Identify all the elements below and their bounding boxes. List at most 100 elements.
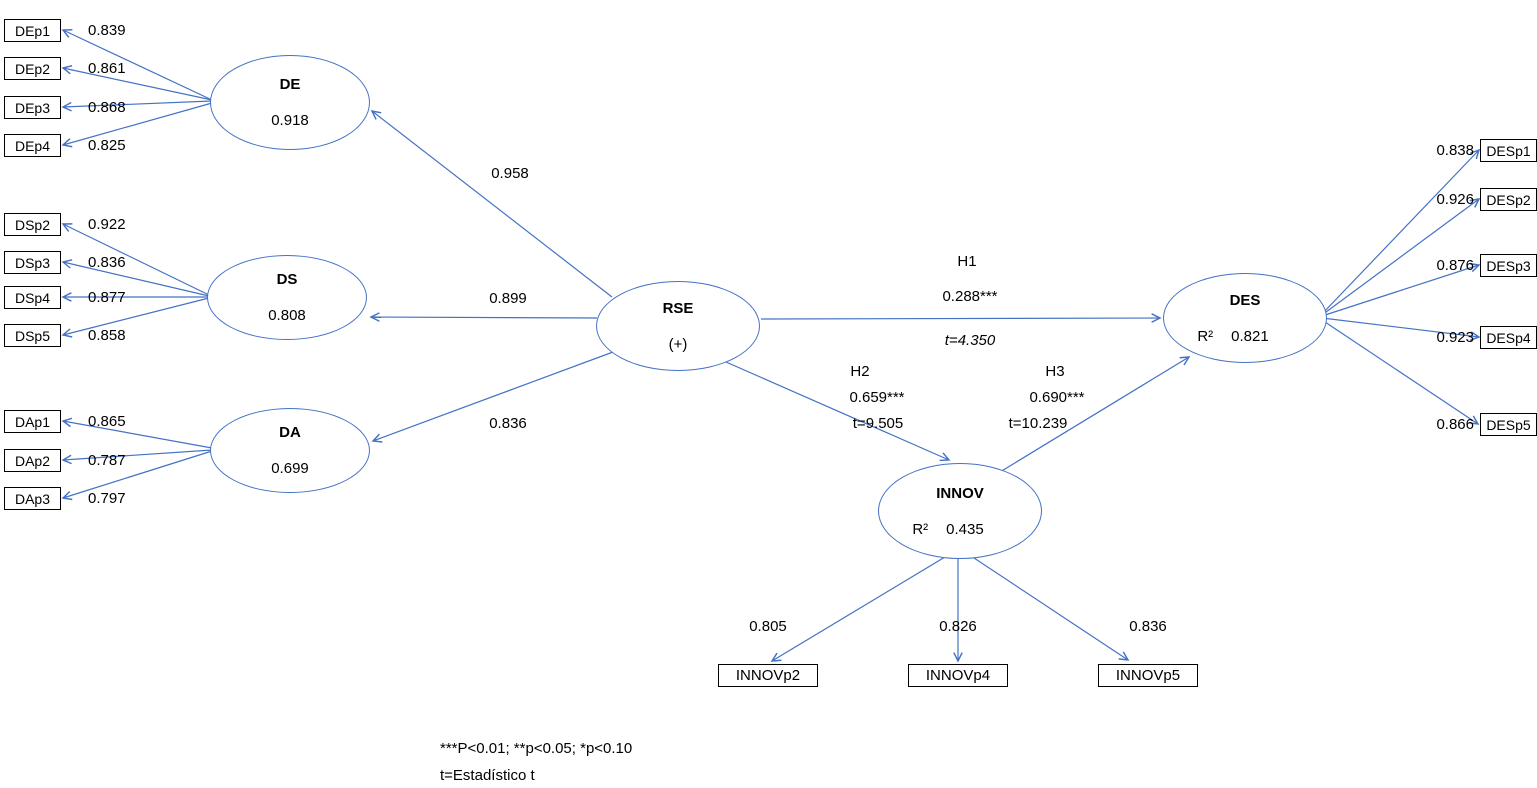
hypothesis-h1-coef: 0.288*** (942, 288, 998, 305)
hypothesis-h2-tstat: t=9.505 (852, 415, 904, 432)
arrow-des-desp5 (1321, 319, 1480, 425)
arrow-rse-da (371, 351, 614, 443)
latent-de-value: 0.918 (271, 112, 309, 129)
loading-dsp2: 0.922 (88, 216, 126, 233)
latent-rse-label: RSE (662, 299, 694, 317)
indicator-dep1-label: DEp1 (14, 22, 51, 39)
indicator-dsp5: DSp5 (4, 324, 61, 347)
indicator-dep4-label: DEp4 (14, 137, 51, 154)
path-rse-ds-coef: 0.899 (489, 290, 527, 307)
loading-innovp4: 0.826 (939, 618, 977, 635)
latent-de-label: DE (279, 76, 301, 93)
arrow-ds-dsp3 (61, 259, 210, 297)
indicator-desp2-label: DESp2 (1486, 191, 1531, 208)
hypothesis-h3-label: H3 (1045, 363, 1065, 380)
hypothesis-h2-coef: 0.659*** (849, 389, 905, 406)
latent-da-label: DA (279, 424, 301, 441)
indicator-innovp2: INNOVp2 (718, 664, 818, 687)
arrow-da-dap2 (61, 449, 213, 465)
indicator-desp5-label: DESp5 (1486, 416, 1531, 433)
arrow-rse-ds (369, 312, 598, 322)
arrow-da-dap1 (61, 417, 213, 449)
indicator-dap1: DAp1 (4, 410, 61, 433)
indicator-dep2-label: DEp2 (14, 60, 51, 77)
latent-des-r2: R² (1197, 327, 1214, 345)
indicator-dep1: DEp1 (4, 19, 61, 42)
loading-dsp3: 0.836 (88, 254, 126, 271)
indicator-dep3-label: DEp3 (14, 99, 51, 116)
arrow-de-dep1 (61, 29, 213, 101)
loading-dep1: 0.839 (88, 22, 126, 39)
latent-da: DA 0.699 (210, 408, 370, 493)
hypothesis-h3-coef: 0.690*** (1029, 389, 1085, 406)
latent-rse-value: (+) (668, 335, 688, 353)
footnotes: ***P<0.01; **p<0.05; *p<0.10 t=Estadísti… (440, 735, 632, 788)
loading-dep4: 0.825 (88, 137, 126, 154)
indicator-dep2: DEp2 (4, 57, 61, 80)
tstat-note: t=Estadístico t (440, 767, 535, 784)
latent-de: DE 0.918 (210, 55, 370, 150)
arrow-innov-innovp5 (967, 553, 1130, 661)
loading-desp2: 0.926 (1436, 191, 1474, 208)
hypothesis-h3-tstat: t=10.239 (1008, 415, 1068, 432)
latent-ds-label: DS (276, 271, 298, 288)
latent-des: DES R² 0.821 (1163, 273, 1327, 363)
path-rse-de-coef: 0.958 (491, 165, 529, 182)
loading-innovp5: 0.836 (1129, 618, 1167, 635)
latent-ds: DS 0.808 (207, 255, 367, 340)
latent-innov: INNOV R² 0.435 (878, 463, 1042, 559)
indicator-dsp2-label: DSp2 (14, 216, 51, 233)
latent-des-value: 0.821 (1231, 327, 1269, 345)
indicator-dap2: DAp2 (4, 449, 61, 472)
arrow-des-desp4 (1321, 317, 1481, 341)
indicator-dsp4-label: DSp4 (14, 289, 51, 306)
arrow-de-dep4 (61, 102, 213, 148)
loading-desp3: 0.876 (1436, 257, 1474, 274)
indicator-desp2: DESp2 (1480, 188, 1537, 211)
latent-innov-value: 0.435 (946, 520, 984, 538)
arrow-ds-dsp2 (61, 223, 210, 296)
arrow-des-desp2 (1321, 198, 1481, 316)
indicator-dep4: DEp4 (4, 134, 61, 157)
significance-note: ***P<0.01; **p<0.05; *p<0.10 (440, 740, 633, 757)
indicator-dap1-label: DAp1 (14, 413, 51, 430)
indicator-desp3-label: DESp3 (1486, 257, 1531, 274)
arrow-de-dep3 (61, 100, 213, 112)
arrow-rse-des (760, 313, 1162, 323)
loading-dsp5: 0.858 (88, 327, 126, 344)
hypothesis-h1-tstat: t=4.350 (944, 332, 996, 349)
loading-dap2: 0.787 (88, 452, 126, 469)
indicator-innovp5: INNOVp5 (1098, 664, 1198, 687)
indicator-innovp2-label: INNOVp2 (735, 667, 801, 684)
loading-desp4: 0.923 (1436, 329, 1474, 346)
arrow-da-dap3 (61, 450, 213, 501)
arrow-innov-innovp2 (770, 553, 951, 662)
loading-dsp4: 0.877 (88, 289, 126, 306)
loading-desp5: 0.866 (1436, 416, 1474, 433)
path-rse-da-coef: 0.836 (489, 415, 527, 432)
loading-desp1: 0.838 (1436, 142, 1474, 159)
loading-innovp2: 0.805 (749, 618, 787, 635)
arrow-de-dep2 (61, 64, 213, 101)
latent-ds-value: 0.808 (268, 307, 306, 324)
loading-dep2: 0.861 (88, 60, 126, 77)
latent-da-value: 0.699 (271, 460, 309, 477)
indicator-desp3: DESp3 (1480, 254, 1537, 277)
arrow-rse-de (370, 110, 613, 298)
hypothesis-h2-label: H2 (850, 363, 870, 380)
indicator-dsp3: DSp3 (4, 251, 61, 274)
indicator-dap3-label: DAp3 (14, 490, 51, 507)
indicator-desp5: DESp5 (1480, 413, 1537, 436)
indicator-dsp2: DSp2 (4, 213, 61, 236)
arrow-des-desp1 (1321, 148, 1481, 315)
indicator-innovp4-label: INNOVp4 (925, 667, 991, 684)
arrow-des-desp3 (1321, 262, 1481, 317)
indicator-desp4-label: DESp4 (1486, 329, 1531, 346)
indicator-dsp3-label: DSp3 (14, 254, 51, 271)
latent-rse: RSE (+) (596, 281, 760, 371)
latent-innov-r2: R² (912, 520, 929, 538)
loading-dap3: 0.797 (88, 490, 126, 507)
arrow-rse-innov (725, 361, 951, 462)
